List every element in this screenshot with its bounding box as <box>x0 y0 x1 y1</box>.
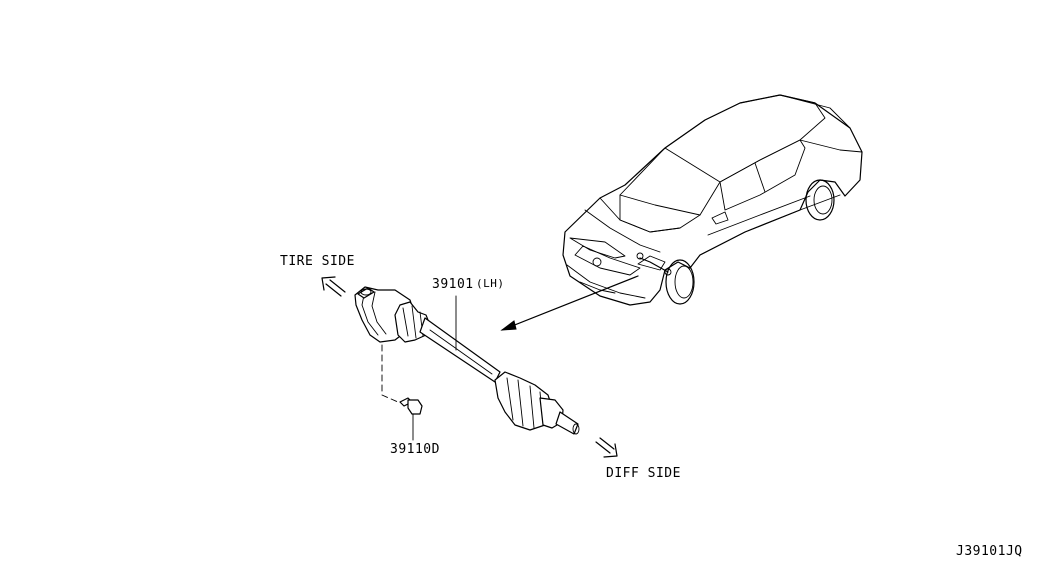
diagram-code: J39101JQ <box>956 544 1023 559</box>
diff-side-arrow <box>595 437 618 458</box>
part-number-39110D: 39110D <box>390 442 440 457</box>
tire-side-label: TIRE SIDE <box>280 254 355 269</box>
location-pointer <box>500 275 639 331</box>
diff-side-label: DIFF SIDE <box>606 466 681 481</box>
tire-side-arrow <box>321 276 346 297</box>
bolt-39110D <box>381 344 423 441</box>
part-side-lh: (LH) <box>476 277 505 290</box>
drive-shaft-assembly <box>354 286 580 435</box>
car-illustration <box>562 94 863 306</box>
part-number-39101: 39101 <box>432 277 474 292</box>
